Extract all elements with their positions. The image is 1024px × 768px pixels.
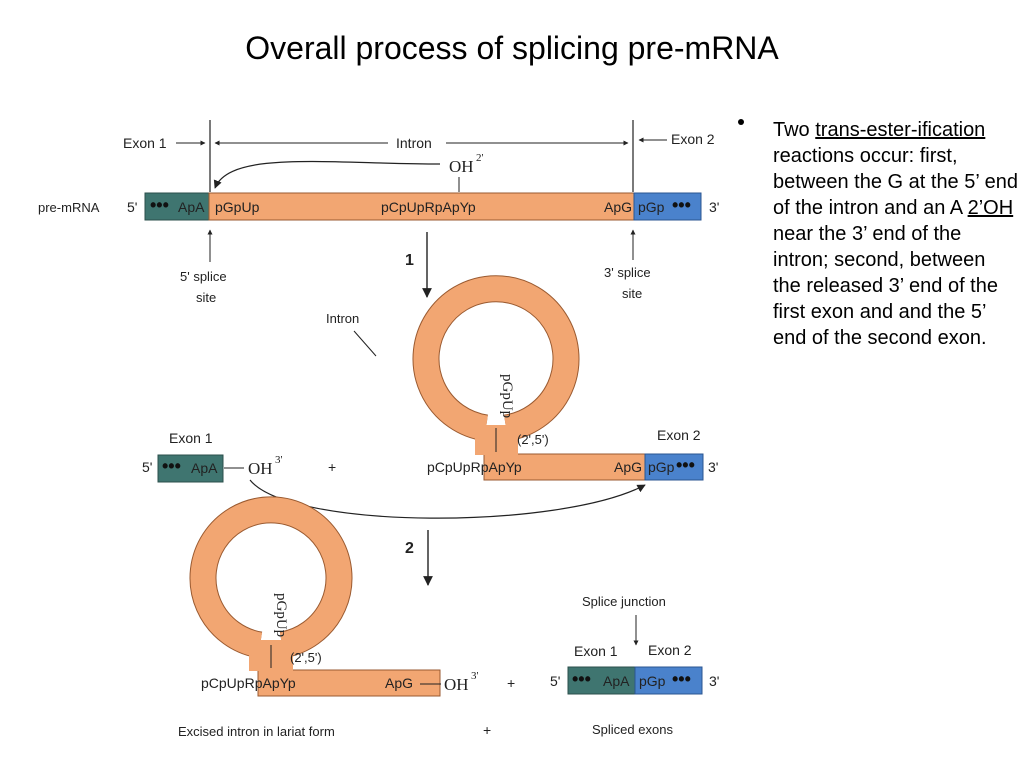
top-oh-superscript: 2' — [476, 152, 484, 164]
middle-branch-label: (2',5') — [517, 432, 549, 447]
intron-header-label: Intron — [396, 135, 432, 151]
explanation-part1: Two — [773, 119, 816, 141]
bottom-branch-label: (2',5') — [290, 650, 322, 665]
bottom-exon2-dots: ••• — [672, 669, 691, 689]
explanation-part3: near the 3’ end of the intron; second, b… — [773, 223, 998, 349]
top-intron-box — [208, 192, 635, 221]
bottom-plus-sign: + — [507, 675, 515, 691]
top-intron-mid-sequence: pCpUpRpApYp — [381, 199, 476, 215]
top-five-prime-label: 5' — [127, 199, 137, 215]
step2-label: 2 — [405, 540, 414, 557]
bottom-intron-tail-box — [257, 669, 441, 697]
explanation-text: Two trans-ester-ification reactions occu… — [773, 117, 1018, 351]
bottom-exon2-label: Exon 2 — [648, 642, 692, 658]
bullet-dot — [738, 119, 744, 125]
middle-exon2-sequence: pGp — [648, 459, 675, 475]
middle-exon2-box — [644, 453, 704, 481]
bottom-lariat-sequence: pGpUp — [273, 593, 289, 637]
middle-intron-end-sequence: ApG — [614, 459, 642, 475]
exon1-header-label: Exon 1 — [123, 135, 167, 151]
caption-spliced-exons: Spliced exons — [592, 722, 673, 737]
bottom-oh-superscript: 3' — [471, 670, 479, 682]
middle-intron-tail-box — [483, 453, 649, 481]
explanation-underlined-term2: 2’OH — [967, 197, 1014, 219]
caption-plus-sign: + — [483, 722, 491, 738]
top-exon2-box — [633, 192, 702, 221]
bottom-five-prime-label: 5' — [550, 673, 560, 689]
middle-oh-superscript: 3' — [275, 454, 283, 466]
middle-tail-sequence: pCpUpRpApYp — [427, 459, 522, 475]
middle-oh-label: OH — [248, 459, 273, 478]
middle-exon1-dots: ••• — [162, 456, 181, 476]
step1-label: 1 — [405, 252, 414, 269]
middle-exon2-dots: ••• — [676, 455, 695, 475]
bottom-exon1-box — [567, 666, 636, 695]
splicing-diagram: Exon 1 Intron Exon 2 OH 2' pre-mRNA 5' •… — [16, 100, 740, 766]
bottom-exon1-sequence: ApA — [603, 673, 630, 689]
bottom-exon1-label: Exon 1 — [574, 643, 618, 659]
top-exon1-box — [144, 192, 210, 221]
bottom-exon2-sequence: pGp — [639, 673, 666, 689]
bottom-tail-sequence: pCpUpRpApYp — [201, 675, 296, 691]
splice-junction-label: Splice junction — [582, 594, 666, 609]
top-intron-end-sequence: ApG — [604, 199, 632, 215]
pre-mrna-label: pre-mRNA — [38, 200, 100, 215]
middle-five-prime-label: 5' — [142, 459, 152, 475]
middle-exon1-box — [157, 454, 224, 483]
bottom-exon2-box — [634, 666, 703, 695]
caption-excised-intron: Excised intron in lariat form — [178, 724, 335, 739]
exon2-header-label: Exon 2 — [671, 131, 715, 147]
top-exon2-sequence: pGp — [638, 199, 665, 215]
splice3-label-line2: site — [622, 286, 642, 301]
slide-title: Overall process of splicing pre-mRNA — [245, 30, 779, 66]
middle-exon2-label: Exon 2 — [657, 427, 701, 443]
middle-intron-pointer — [353, 330, 377, 357]
splice3-label-line1: 3' splice — [604, 265, 651, 280]
top-attack-arrow — [213, 160, 441, 189]
middle-lariat-sequence: pGpUp — [499, 374, 515, 418]
pre-mrna-section: Exon 1 Intron Exon 2 OH 2' pre-mRNA 5' •… — [38, 120, 719, 305]
explanation-underlined-term1: trans-ester-ification — [815, 119, 986, 141]
middle-plus-sign: + — [328, 459, 336, 475]
top-exon1-dots: ••• — [150, 195, 169, 215]
middle-exon1-label: Exon 1 — [169, 430, 213, 446]
bottom-intron-end-sequence: ApG — [385, 675, 413, 691]
middle-exon1-sequence: ApA — [191, 460, 218, 476]
splice5-label-line1: 5' splice — [180, 269, 227, 284]
top-intron-start-sequence: pGpUp — [215, 199, 260, 215]
bottom-three-prime-label: 3' — [709, 673, 719, 689]
explanation-part2: reactions occur: first, between the G at… — [773, 145, 1018, 219]
bottom-lariat-ring — [190, 497, 352, 658]
splice5-label-line2: site — [196, 290, 216, 305]
middle-lariat-ring — [413, 276, 579, 441]
step1-products-section: pCpUpRpApYp ApG pGpUp (2',5') Intron Exo… — [142, 275, 718, 519]
bottom-exon1-dots: ••• — [572, 669, 591, 689]
middle-three-prime-label: 3' — [708, 459, 718, 475]
final-products-section: pCpUpRpApYp ApG pGpUp (2',5') OH 3' + Sp… — [178, 496, 719, 739]
top-oh-label: OH — [449, 157, 474, 176]
bottom-oh-label: OH — [444, 675, 469, 694]
top-three-prime-label: 3' — [709, 199, 719, 215]
middle-intron-label: Intron — [326, 311, 359, 326]
top-exon2-dots: ••• — [672, 195, 691, 215]
top-exon1-sequence: ApA — [178, 199, 205, 215]
